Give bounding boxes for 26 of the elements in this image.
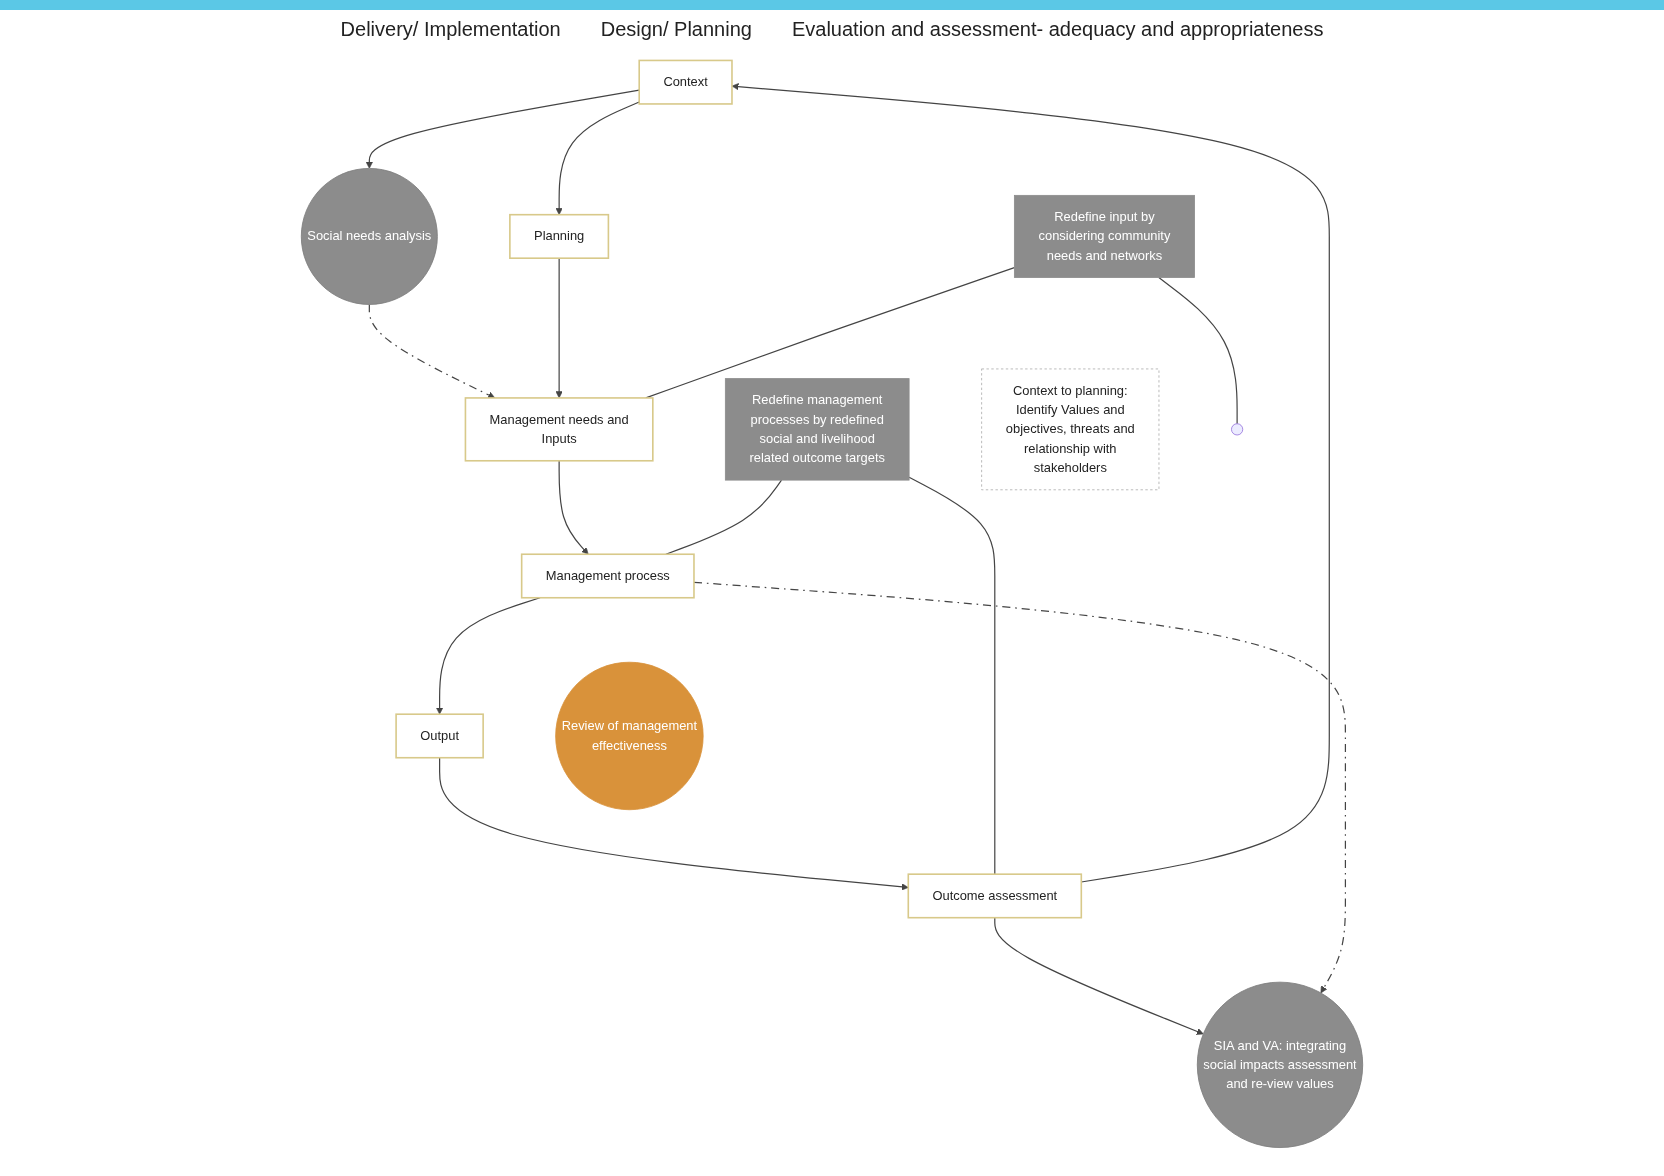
node-circle: Social needs analysis bbox=[300, 168, 438, 305]
phase-label: Delivery/ Implementation bbox=[340, 18, 561, 41]
node-box: Context to planning: Identify Values and objectives, threats and relationship with stakeholders bbox=[981, 368, 1160, 491]
arrow bbox=[693, 581, 1346, 994]
node-box: Output bbox=[395, 713, 484, 759]
connector bbox=[1158, 276, 1238, 425]
phase-label: Design/ Planning bbox=[600, 18, 752, 41]
node-box: Redefine management processes by redefined social and livelihood related outcome targets bbox=[724, 378, 910, 481]
node-box: Management needs and Inputs bbox=[464, 397, 654, 462]
node-box: Redefine input by considering community needs and networks bbox=[1013, 194, 1195, 278]
node-box: Planning bbox=[509, 213, 610, 259]
arrow bbox=[555, 257, 563, 399]
node-box: Outcome assessment bbox=[907, 873, 1083, 919]
arrow bbox=[994, 917, 1204, 1035]
arrow bbox=[368, 303, 496, 399]
arrow bbox=[439, 757, 909, 891]
arrow bbox=[555, 101, 640, 215]
arrow bbox=[558, 460, 589, 555]
connector bbox=[908, 476, 996, 875]
arrow bbox=[731, 83, 1330, 883]
node-box: Context bbox=[638, 59, 733, 105]
node-circle: Review of management effectiveness bbox=[555, 661, 704, 811]
arrow bbox=[365, 89, 640, 169]
node-circle: SIA and VA: integrating social impacts assessment and re-view values bbox=[1196, 981, 1364, 1148]
phase-label: Evaluation and assessment- adequacy and appropriateness bbox=[791, 18, 1324, 41]
node-box: Management process bbox=[520, 553, 695, 599]
